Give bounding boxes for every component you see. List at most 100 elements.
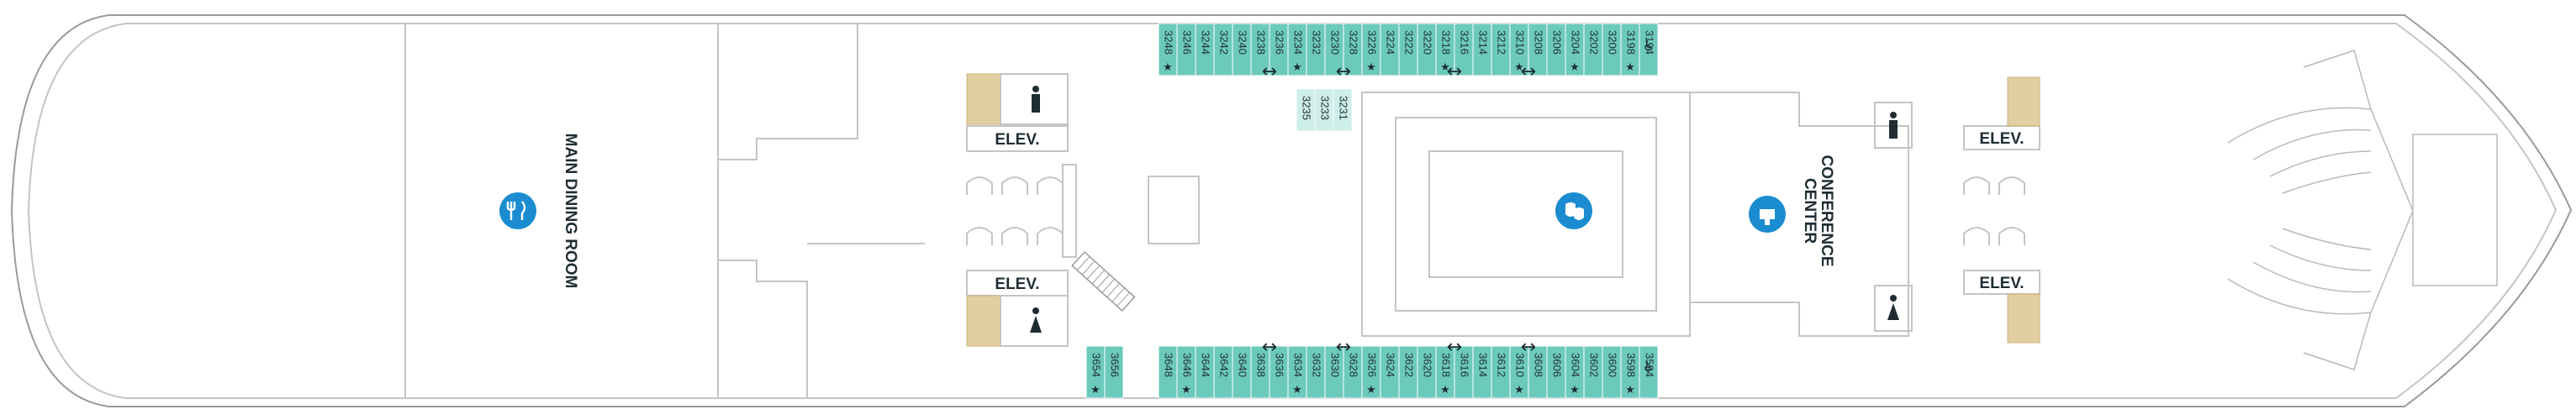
connecting-arrow-icon: ↔ — [1447, 337, 1462, 358]
cabin-number: 3220 — [1422, 30, 1434, 55]
cabin-number: 3594 — [1644, 353, 1656, 377]
cabin-number: 3642 — [1218, 353, 1231, 377]
cabin-number: 3618 — [1440, 353, 1453, 377]
cabin-number: 3214 — [1477, 30, 1490, 55]
star-icon: ★ — [1292, 60, 1302, 73]
conference-icon — [1749, 196, 1786, 233]
star-icon: ★ — [1181, 383, 1191, 396]
cabin-number: 3608 — [1533, 353, 1545, 377]
restroom-male-icon — [1889, 112, 1898, 139]
cabin-number: 3622 — [1403, 353, 1416, 377]
cabin-number: 3654 — [1090, 353, 1103, 377]
cabin-number: 3233 — [1319, 96, 1332, 120]
elevator-fwd-top[interactable] — [1963, 125, 2040, 150]
theater-icon — [1555, 192, 1592, 229]
cabin-number: 3206 — [1551, 30, 1564, 55]
cabin-number: 3242 — [1218, 30, 1231, 55]
star-icon: ★ — [1440, 383, 1450, 396]
cabin[interactable] — [1639, 23, 1659, 76]
elevator-fwd-bottom[interactable] — [1963, 270, 2040, 295]
cabin-number: 3624 — [1385, 353, 1397, 377]
cabin-number: 3224 — [1385, 30, 1397, 55]
main-dining-room[interactable] — [404, 23, 719, 399]
star-icon: ★ — [1570, 383, 1580, 396]
cabin-row-top-inner: 3235 3233 3231 — [1296, 88, 1353, 132]
aft-box — [1148, 176, 1200, 244]
restroom-female-icon — [1030, 307, 1042, 333]
cabin-number: 3194 — [1644, 30, 1656, 55]
theater-outline — [1361, 92, 1691, 337]
cabin[interactable] — [1639, 345, 1659, 399]
cabin-number: 3640 — [1237, 353, 1249, 377]
elevator-label: ELEV. — [1979, 275, 2024, 292]
cabin-number: 3231 — [1338, 96, 1350, 120]
stairs-fwd-top — [2007, 76, 2040, 127]
cabin-number: 3628 — [1348, 353, 1360, 377]
cabin-number: 3630 — [1329, 353, 1342, 377]
stairs-aft-bottom — [966, 295, 1001, 347]
star-icon: ★ — [1625, 60, 1635, 73]
cabin-number: 3246 — [1181, 30, 1194, 55]
cabin-number: 3632 — [1311, 353, 1323, 377]
cabin-number: 3200 — [1607, 30, 1619, 55]
cabin-number: 3230 — [1329, 30, 1342, 55]
conference-center[interactable] — [1689, 92, 1909, 337]
cabin-number: 3204 — [1570, 30, 1582, 55]
star-icon: ★ — [1570, 60, 1580, 73]
cabin-number: 3238 — [1255, 30, 1268, 55]
cabin-number: 3235 — [1301, 96, 1313, 120]
cabin-number: 3212 — [1496, 30, 1508, 55]
cabin-number: 3236 — [1274, 30, 1286, 55]
cabin[interactable] — [1104, 345, 1124, 399]
restroom-fwd-bottom — [1874, 285, 1913, 332]
cabin-number: 3600 — [1607, 353, 1619, 377]
cabin-number: 3244 — [1200, 30, 1212, 55]
conference-label-2: CENTER — [1801, 178, 1819, 244]
cabin-number: 3606 — [1551, 353, 1564, 377]
cabin-number: 3636 — [1274, 353, 1286, 377]
cabin-number: 3648 — [1163, 353, 1175, 377]
cabin-number: 3626 — [1366, 353, 1379, 377]
cabin-number: 3614 — [1477, 353, 1490, 377]
connecting-arrow-icon: ↔ — [1336, 61, 1351, 82]
cabin-number: 3616 — [1459, 353, 1471, 377]
cabin-number: 3216 — [1459, 30, 1471, 55]
cabin-number: 3604 — [1570, 353, 1582, 377]
cabin-number: 3610 — [1514, 353, 1527, 377]
star-icon: ★ — [1292, 383, 1302, 396]
star-icon: ★ — [1163, 60, 1173, 73]
cabin-number: 3218 — [1440, 30, 1453, 55]
accessible-icon: ♿ — [1643, 38, 1655, 54]
cabin-number: 3656 — [1109, 353, 1122, 377]
star-icon: ★ — [1440, 60, 1450, 73]
cabin-number: 3612 — [1496, 353, 1508, 377]
main-dining-label: MAIN DINING ROOM — [562, 134, 579, 289]
restroom-aft-top — [1000, 73, 1069, 125]
cabin-number: 3602 — [1588, 353, 1601, 377]
connecting-arrow-icon: ↔ — [1262, 337, 1277, 358]
cabin-number: 3240 — [1237, 30, 1249, 55]
elevator-label: ELEV. — [1979, 130, 2024, 148]
escalator — [1071, 250, 1136, 312]
connecting-arrow-icon: ↔ — [1521, 61, 1536, 82]
ship-hull-inner — [27, 23, 2558, 399]
elevator-aft-top[interactable] — [966, 125, 1069, 152]
aft-pillar — [1062, 164, 1077, 258]
accessible-icon: ♿ — [1643, 359, 1655, 375]
cabin-number: 3248 — [1163, 30, 1175, 55]
aft-structure — [718, 24, 925, 398]
elevator-label: ELEV. — [995, 276, 1039, 293]
cabin-number: 3644 — [1200, 353, 1212, 377]
cabin-number: 3228 — [1348, 30, 1360, 55]
cabin-number: 3202 — [1588, 30, 1601, 55]
star-icon: ★ — [1625, 383, 1635, 396]
restroom-male-icon — [1032, 86, 1040, 113]
cabin-number: 3210 — [1514, 30, 1527, 55]
cabin[interactable] — [1333, 88, 1353, 132]
cabin-number: 3598 — [1625, 353, 1638, 377]
cabin-number: 3234 — [1292, 30, 1305, 55]
aft-arches — [966, 176, 1064, 245]
star-icon: ★ — [1514, 383, 1524, 396]
